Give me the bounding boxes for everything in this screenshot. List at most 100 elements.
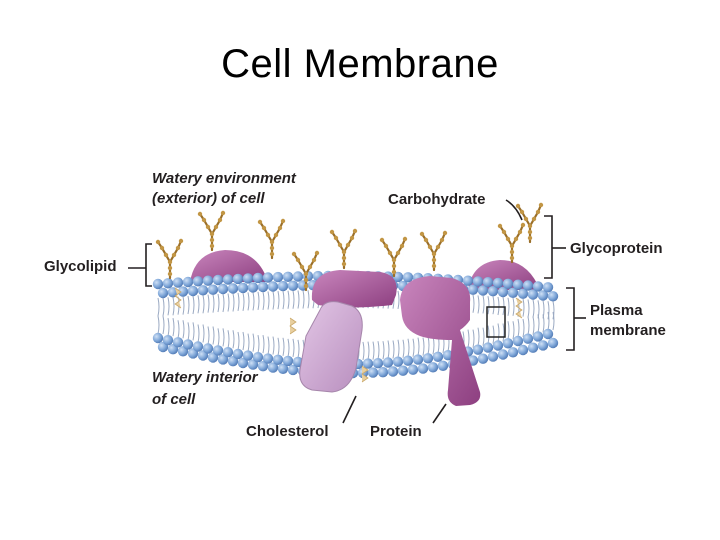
- phospholipid-tail: [522, 298, 525, 317]
- phospholipid-tail: [492, 325, 495, 344]
- phospholipid-head: [512, 279, 524, 290]
- phospholipid-head: [197, 285, 209, 296]
- phospholipid-head: [502, 278, 514, 289]
- phospholipid-tail: [212, 294, 215, 313]
- phospholipid-head: [272, 271, 284, 283]
- phospholipid-tail: [487, 296, 490, 315]
- cholesterol-molecules: [174, 287, 523, 383]
- phospholipid-head: [282, 271, 294, 282]
- phospholipid-head: [172, 337, 184, 348]
- central-protein: [311, 270, 397, 308]
- phospholipid-tail: [482, 295, 485, 314]
- phospholipid-tail: [287, 290, 290, 309]
- phospholipid-tail: [222, 328, 225, 347]
- phospholipid-tail: [267, 291, 270, 310]
- phospholipid-head: [252, 352, 264, 363]
- phospholipid-tail: [292, 338, 295, 358]
- phospholipid-head: [247, 359, 259, 370]
- cholesterol-label: Cholesterol: [246, 423, 329, 440]
- phospholipid-head: [427, 362, 439, 373]
- phospholipid-tail: [157, 315, 160, 335]
- plasma-label-line1: Plasma: [590, 302, 643, 319]
- phospholipid-tail: [412, 338, 415, 357]
- phospholipid-head: [397, 365, 409, 376]
- transmembrane-protein: [299, 301, 363, 393]
- phospholipid-head: [262, 353, 274, 364]
- phospholipid-tail: [227, 330, 230, 349]
- phospholipid-tail: [157, 297, 160, 317]
- phospholipid-head: [517, 288, 529, 299]
- phospholipid-head: [517, 344, 529, 356]
- phospholipid-tail: [267, 336, 270, 355]
- phospholipid-tail: [297, 339, 300, 358]
- phospholipid-head: [412, 354, 424, 365]
- carbohydrate-chain: [197, 210, 226, 252]
- phospholipid-head: [497, 286, 509, 298]
- phospholipid-tail: [197, 295, 200, 314]
- phospholipid-head: [217, 283, 229, 295]
- phospholipid-tail: [427, 336, 430, 355]
- phospholipid-tail: [222, 293, 225, 313]
- exterior-label-line2: (exterior) of cell: [152, 190, 265, 207]
- phospholipid-tail: [477, 295, 480, 314]
- phospholipid-head: [187, 285, 199, 297]
- phospholipid-head: [402, 355, 414, 366]
- phospholipid-tail: [532, 299, 535, 318]
- phospholipid-head: [467, 284, 479, 295]
- phospholipid-tail: [247, 292, 250, 311]
- phospholipid-tail: [217, 293, 220, 313]
- carbohydrate-chain: [497, 222, 526, 264]
- phospholipid-head: [547, 337, 559, 349]
- phospholipid-head: [477, 353, 489, 364]
- phospholipid-head: [192, 341, 204, 352]
- phospholipid-tail: [297, 290, 300, 309]
- phospholipid-head: [377, 367, 389, 378]
- phospholipid-head: [527, 289, 539, 300]
- phospholipid-tail: [212, 326, 215, 345]
- phospholipid-tail: [232, 330, 235, 349]
- phospholipid-head: [372, 358, 384, 369]
- phospholipid-tail: [187, 322, 190, 341]
- phospholipid-head: [437, 360, 449, 371]
- phospholipid-tail: [407, 338, 410, 357]
- phospholipid-head: [262, 272, 274, 283]
- phospholipid-tail: [522, 318, 525, 338]
- phospholipid-tail: [472, 329, 475, 348]
- phospholipid-tail: [247, 333, 250, 352]
- phospholipid-tail: [277, 290, 280, 310]
- carbohydrate-chains: [155, 202, 544, 292]
- channel-protein: [400, 276, 481, 406]
- phospholipid-head: [472, 276, 484, 287]
- phospholipid-head: [152, 332, 164, 344]
- phospholipid-tail: [417, 337, 420, 356]
- phospholipid-tail: [507, 297, 510, 316]
- phospholipid-head: [267, 362, 279, 373]
- phospholipid-tail: [192, 322, 195, 341]
- phospholipid-head: [392, 271, 404, 283]
- phospholipid-head: [257, 361, 269, 372]
- carbohydrate-chain: [257, 218, 286, 260]
- phospholipid-tail: [547, 301, 550, 320]
- phospholipid-tail: [492, 296, 495, 315]
- phospholipid-tail: [217, 328, 220, 347]
- phospholipid-tail: [527, 316, 530, 335]
- phospholipid-tail: [482, 327, 485, 346]
- phospholipid-head: [157, 287, 169, 299]
- phospholipid-tail: [392, 340, 395, 359]
- phospholipid-tail: [387, 340, 390, 359]
- plasma-label-line2: membrane: [590, 322, 666, 339]
- phospholipid-tail: [187, 295, 190, 315]
- phospholipid-head: [202, 275, 214, 286]
- phospholipid-tail: [237, 331, 240, 351]
- phospholipid-tail: [262, 335, 265, 354]
- phospholipid-tail: [542, 314, 545, 333]
- phospholipid-tail: [502, 323, 505, 342]
- phospholipid-tail: [227, 293, 230, 312]
- phospholipid-head: [202, 343, 214, 354]
- phospholipid-head: [487, 351, 499, 362]
- phospholipid-head: [507, 347, 519, 358]
- phospholipid-tail: [162, 297, 165, 317]
- carbohydrate-chain: [379, 236, 408, 278]
- phospholipid-head: [222, 274, 234, 285]
- phospholipid-tail: [277, 337, 280, 356]
